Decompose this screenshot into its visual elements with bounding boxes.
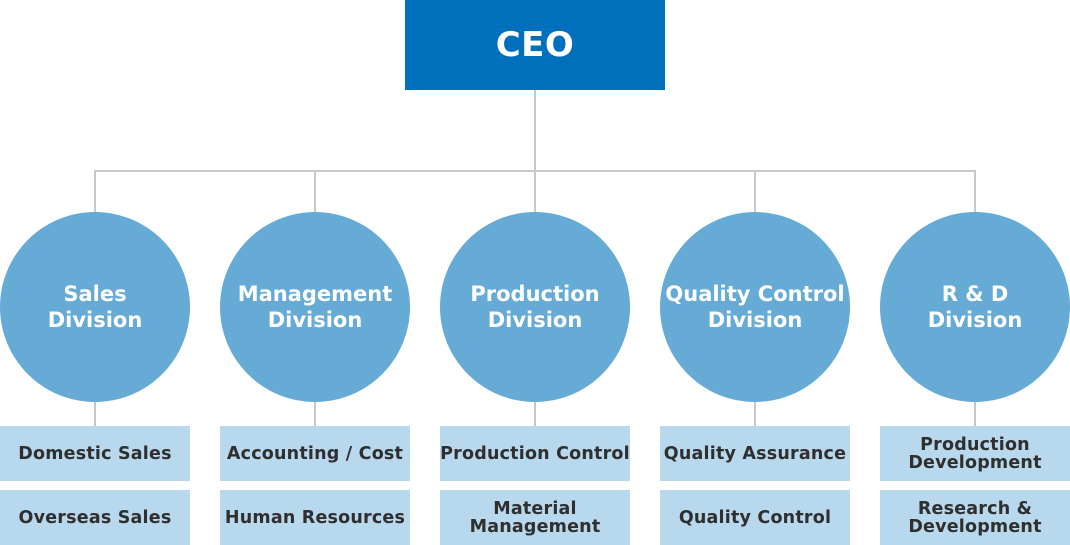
connector-division-3-top [754,170,756,212]
division-management: Management Division [220,212,410,402]
division-sales: Sales Division [0,212,190,402]
connector-division-3-bottom [754,402,756,426]
dept-production-control: Production Control [440,426,630,481]
dept-human-resources: Human Resources [220,490,410,545]
dept-material-management: Material Management [440,490,630,545]
dept-domestic-sales: Domestic Sales [0,426,190,481]
dept-quality-assurance: Quality Assurance [660,426,850,481]
connector-division-0-top [94,170,96,212]
ceo-box: CEO [405,0,665,90]
connector-division-4-top [974,170,976,212]
dept-research-development: Research & Development [880,490,1070,545]
connector-ceo-vertical [534,90,536,171]
dept-overseas-sales: Overseas Sales [0,490,190,545]
connector-division-1-bottom [314,402,316,426]
dept-production-development: Production Development [880,426,1070,481]
dept-quality-control: Quality Control [660,490,850,545]
division-production: Production Division [440,212,630,402]
connector-division-0-bottom [94,402,96,426]
connector-division-1-top [314,170,316,212]
division-quality-control: Quality Control Division [660,212,850,402]
dept-accounting-cost: Accounting / Cost [220,426,410,481]
connector-division-2-top [534,170,536,212]
division-rnd: R & D Division [880,212,1070,402]
connector-division-2-bottom [534,402,536,426]
connector-division-4-bottom [974,402,976,426]
